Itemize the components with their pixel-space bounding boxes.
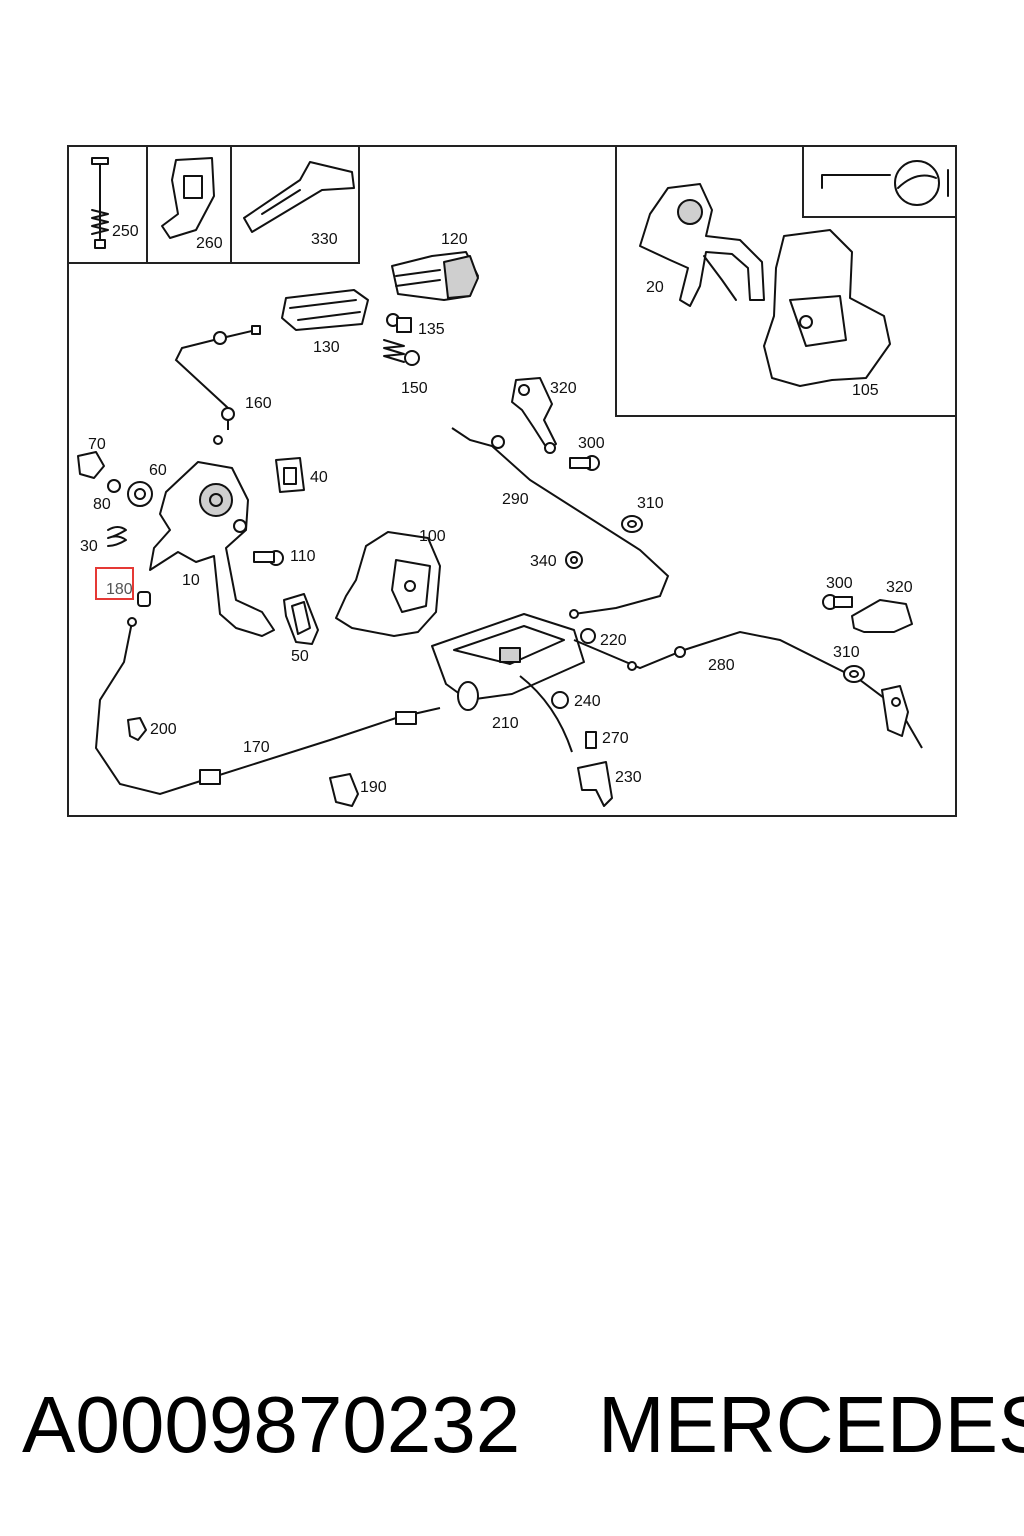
part-60-bushing [127,481,153,507]
part-105-cover [763,229,891,387]
caption: A0009870232 MERCEDES [0,1370,1024,1480]
part-150-spring [383,339,420,366]
label-340: 340 [530,553,557,570]
part-120-actuator [391,251,479,301]
part-320-bracket-upper [511,377,557,454]
label-300-lower: 300 [826,575,853,592]
label-10: 10 [182,572,200,589]
part-210-actuator-box [431,613,585,753]
part-40-block [275,457,305,493]
label-210: 210 [492,715,519,732]
label-120: 120 [441,231,468,248]
part-170-cable [94,617,441,796]
label-250: 250 [112,223,139,240]
label-310-lower: 310 [833,644,860,661]
label-130: 130 [313,339,340,356]
part-130-switch [281,289,369,331]
label-60: 60 [149,462,167,479]
part-260-bracket [161,157,215,239]
part-230-clip [577,761,613,807]
label-220: 220 [600,632,627,649]
inset-top-right-frame [615,146,956,417]
part-290-cable [451,427,670,619]
part-20-pedal-assembly [639,183,765,307]
part-320-bracket-lower [851,599,913,633]
part-10-brake-pedal [149,461,275,637]
part-190-bracket [329,773,359,807]
label-270: 270 [602,730,629,747]
parts-diagram: 250 260 330 120 135 130 150 160 20 105 3… [67,145,957,817]
part-300-bolt-upper [569,455,600,471]
part-310-grommet-upper [621,515,643,533]
label-20: 20 [646,279,664,296]
part-180-bushing [137,591,151,607]
label-290: 290 [502,491,529,508]
label-230: 230 [615,769,642,786]
label-280: 280 [708,657,735,674]
label-330: 330 [311,231,338,248]
part-100-housing [335,531,441,637]
label-50: 50 [291,648,309,665]
part-220-nut [580,628,596,644]
part-30-spring [107,526,127,547]
part-300-bolt-lower [822,594,853,610]
label-105: 105 [852,382,879,399]
label-70: 70 [88,436,106,453]
label-180: 180 [106,581,133,598]
part-240-nut [551,691,569,709]
label-80: 80 [93,496,111,513]
steering-symbol-frame [802,146,956,218]
part-135-screw [386,313,412,333]
label-240: 240 [574,693,601,710]
label-160: 160 [245,395,272,412]
part-70-clip [77,451,105,479]
part-200-clip [127,717,147,741]
part-160-rod [174,325,261,445]
label-190: 190 [360,779,387,796]
part-330-lever [243,161,355,233]
label-260: 260 [196,235,223,252]
part-270-screw [585,731,597,749]
part-50-pedal-pad [283,593,319,645]
label-30: 30 [80,538,98,555]
label-320-lower: 320 [886,579,913,596]
inset-row-frame [68,146,360,264]
label-170: 170 [243,739,270,756]
brand-name: MERCEDES [598,1380,1024,1469]
part-280-end-bracket [881,685,909,737]
label-135: 135 [418,321,445,338]
highlight-box-180 [95,567,134,600]
part-110-bolt [253,550,284,566]
part-340-nut [565,551,583,569]
part-number: A0009870232 [22,1380,521,1469]
steering-wheel-icon [821,160,949,206]
part-80-washer [107,479,121,493]
label-310-upper: 310 [637,495,664,512]
label-40: 40 [310,469,328,486]
label-150: 150 [401,380,428,397]
label-300-upper: 300 [578,435,605,452]
label-200: 200 [150,721,177,738]
diagram-frame [67,145,957,817]
label-100: 100 [419,528,446,545]
label-320-upper: 320 [550,380,577,397]
label-110: 110 [290,548,316,565]
part-310-grommet-lower [843,665,865,683]
part-250-bolt [91,157,109,249]
